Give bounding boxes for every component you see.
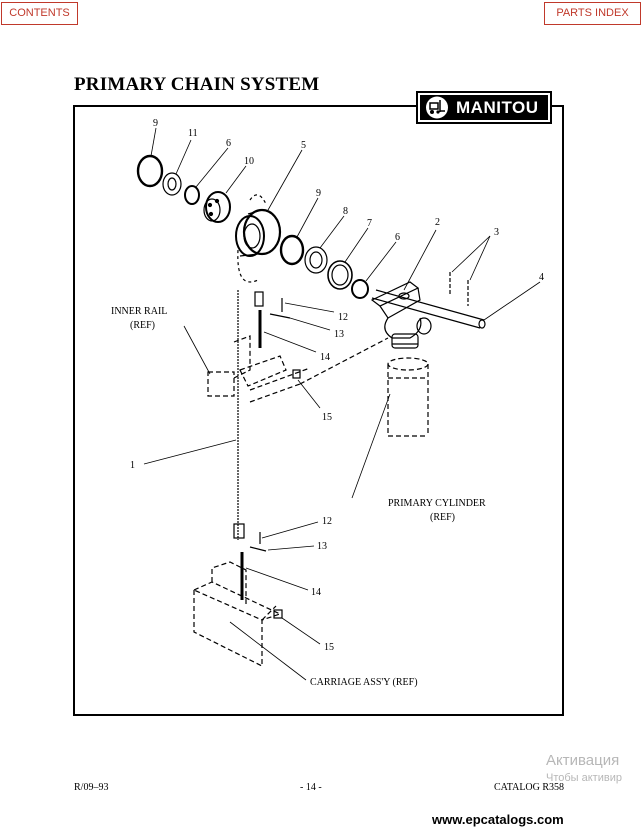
part-5-sprocket (235, 194, 282, 283)
lower-chain-anchor (233, 523, 283, 619)
callout-8: 8 (343, 206, 348, 217)
callout-15: 15 (322, 412, 332, 423)
parts-index-button[interactable]: PARTS INDEX (544, 2, 641, 25)
inner-rail (207, 335, 389, 403)
page-title: PRIMARY CHAIN SYSTEM (74, 74, 320, 95)
part-9-snap-ring (136, 154, 164, 188)
callout-9-second: 9 (316, 188, 321, 199)
part-6-ring (184, 185, 200, 205)
part-3-pins (449, 272, 469, 306)
callout-9: 9 (153, 118, 158, 129)
callout-14: 14 (320, 352, 330, 363)
part-6-ring-2 (351, 279, 369, 299)
callout-numbers: 9 11 6 10 5 9 8 7 6 2 3 4 12 13 14 15 1 … (130, 118, 544, 653)
callout-6-second: 6 (395, 232, 400, 243)
logo-text: MANITOU (456, 98, 539, 117)
contents-button[interactable]: CONTENTS (1, 2, 78, 25)
part-11-washer (162, 172, 182, 196)
activation-watermark: Активация Чтобы активир (546, 752, 622, 784)
primary-cylinder (387, 357, 429, 437)
footer-page-number: - 14 - (300, 782, 322, 793)
callout-13-lower: 13 (317, 541, 327, 552)
callout-5: 5 (301, 140, 306, 151)
part-8-spacer (304, 246, 328, 274)
callout-12: 12 (338, 312, 348, 323)
leader-lines (143, 127, 541, 681)
callout-7: 7 (367, 218, 372, 229)
callout-12-lower: 12 (322, 516, 332, 527)
watermark-line-1: Активация (546, 752, 620, 769)
manitou-logo: MANITOU (416, 91, 552, 124)
callout-6: 6 (226, 138, 231, 149)
upper-chain-anchor (254, 291, 301, 379)
callout-4: 4 (539, 272, 544, 283)
primary-cylinder-label: PRIMARY CYLINDER (388, 498, 486, 509)
inner-rail-ref: (REF) (130, 320, 155, 331)
watermark-line-2: Чтобы активир (546, 772, 622, 784)
part-4-shaft (371, 289, 486, 329)
carriage (193, 561, 282, 667)
callout-13: 13 (334, 329, 344, 340)
part-9-snap-ring-2 (279, 234, 305, 266)
callout-10: 10 (244, 156, 254, 167)
website-link[interactable]: www.epcatalogs.com (432, 812, 564, 827)
carriage-label: CARRIAGE ASS'Y (REF) (310, 677, 418, 688)
inner-rail-label: INNER RAIL (111, 306, 167, 317)
callout-3: 3 (494, 227, 499, 238)
forklift-icon (426, 96, 448, 119)
primary-cylinder-ref: (REF) (430, 512, 455, 523)
reference-labels: INNER RAIL (REF) PRIMARY CYLINDER (REF) … (111, 306, 486, 688)
callout-11: 11 (188, 128, 198, 139)
footer-catalog: CATALOG R358 (494, 782, 565, 793)
part-10-bearing (203, 191, 231, 223)
diagram-frame (73, 105, 564, 716)
callout-14-lower: 14 (311, 587, 321, 598)
part-7-ring (327, 260, 353, 290)
footer-date: R/09–93 (74, 782, 109, 793)
callout-1: 1 (130, 460, 135, 471)
callout-15-lower: 15 (324, 642, 334, 653)
part-2-bracket (370, 281, 432, 349)
callout-2: 2 (435, 217, 440, 228)
